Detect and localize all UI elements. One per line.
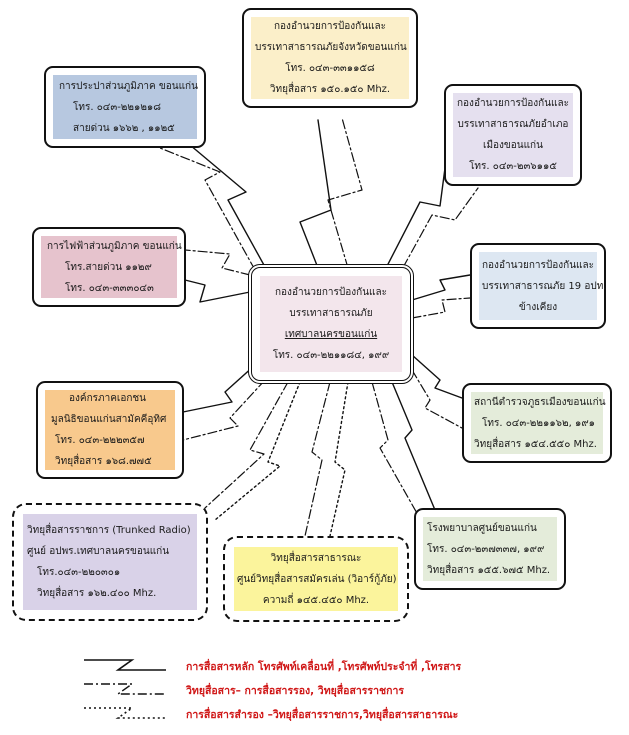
node-line: โทร.สายด่วน ๑๑๒๙ [65,261,152,273]
link-solid-district [384,129,451,271]
node-neighbor-lao: กองอำนวยการป้องกันและ บรรเทาสาธารณภัย 19… [470,243,606,329]
link-solid-province [299,119,332,269]
link-dashdot-hospital [371,381,419,516]
link-dashdot-private [182,379,266,441]
node-line: วิทยุสื่อสารราชการ (Trunked Radio) [27,525,191,536]
legend-label-backup: การสื่อสารสำรอง –วิทยุสื่อสารราชการ,วิทย… [186,709,459,721]
node-line: เทศบาลนครขอนแก่น [284,329,378,340]
legend-dotted-line [84,707,166,719]
node-line: การไฟฟ้าส่วนภูมิภาค ขอนแก่น [47,240,182,252]
link-solid-neighbor [411,274,471,301]
node-line: บรรเทาสาธารณภัย [289,308,373,319]
node-line: โทร. ๐๔๓-๒๒๒๓๕๗ [55,435,145,446]
node-line: โทร. ๐๔๓-๒๓๗๓๓๗, ๑๙๙ [427,543,545,555]
legend-row-primary: การสื่อสารหลัก โทรศัพท์เคลื่อนที่ ,โทรศั… [80,655,520,677]
legend-row-backup: การสื่อสารสำรอง –วิทยุสื่อสารราชการ,วิทย… [80,703,520,725]
node-water-authority: การประปาส่วนภูมิภาค ขอนแก่น โทร. ๐๔๓-๒๒๑… [44,66,206,148]
legend-dashdot-line [84,683,166,695]
node-municipality-hub: กองอำนวยการป้องกันและ บรรเทาสาธารณภัย เท… [248,264,414,384]
node-police: สถานีตำรวจภูธรเมืองขอนแก่น โทร. ๐๔๓-๒๒๑๑… [462,383,612,463]
link-solid-private [182,364,256,413]
legend-label-primary: การสื่อสารหลัก โทรศัพท์เคลื่อนที่ ,โทรศั… [186,661,462,673]
node-line: โรงพยาบาลศูนย์ขอนแก่น [427,522,537,534]
node-line: กองอำนวยการป้องกันและ [482,259,594,271]
node-line: วิทยุสื่อสาร ๑๖๒.๔๐๐ Mhz. [37,588,157,599]
node-line: บรรเทาสาธารณภัยอำเภอ [457,119,569,130]
link-dashdot-province [327,117,363,269]
link-dotted-amateur [329,381,349,537]
node-trunked-radio: วิทยุสื่อสารราชการ (Trunked Radio) ศูนย์… [12,503,208,621]
node-line: สายด่วน ๑๖๖๒ , ๑๑๒๕ [73,122,175,134]
link-solid-police [411,354,463,399]
node-line: โทร. ๐๔๓-๒๒๑๑๘๔, ๑๙๙ [272,350,390,361]
node-amateur-radio: วิทยุสื่อสารสาธารณะ ศูนย์วิทยุสื่อสารสมั… [223,536,409,622]
link-solid-hospital [391,381,436,511]
legend-label-secondary: วิทยุสื่อสาร– การสื่อสารรอง, วิทยุสื่อสา… [186,685,404,697]
node-line: การประปาส่วนภูมิภาค ขอนแก่น [59,80,198,92]
node-private-foundation: องค์กรภาคเอกชน มูลนิธิขอนแก่นสามัคคีอุทิ… [36,381,184,479]
node-line: ศูนย์วิทยุสื่อสารสมัครเล่น (วิอาร์กู้ภัย… [237,573,397,585]
legend-row-secondary: วิทยุสื่อสาร– การสื่อสารรอง, วิทยุสื่อสา… [80,679,520,701]
node-province-center: กองอำนวยการป้องกันและ บรรเทาสาธารณภัยจัง… [242,8,418,108]
node-line: โทร. ๐๔๓-๓๓๓๐๔๓ [65,282,154,294]
node-line: ศูนย์ อปพร.เทศบาลนครขอนแก่น [27,546,170,557]
link-dashdot-neighbor [411,297,471,319]
link-dashdot-police [411,369,463,429]
node-line: กองอำนวยการป้องกันและ [457,98,569,109]
node-line: สถานีตำรวจภูธรเมืองขอนแก่น [474,396,606,408]
node-line: โทร. ๐๔๓-๒๓๖๑๑๕ [469,161,557,172]
node-line: เมืองขอนแก่น [483,140,543,151]
link-dashdot-pea [159,147,256,271]
node-line: วิทยุสื่อสาร ๑๕๐.๑๕๐ Mhz. [269,84,391,95]
link-dashdot-electricity [184,249,251,276]
node-line: วิทยุสื่อสาร ๑๕๔.๕๕๐ Mhz. [474,438,597,450]
link-dashdot-trunked [204,381,289,509]
node-line: ความถี่ ๑๔๕.๔๕๐ Mhz. [262,594,370,606]
node-district: กองอำนวยการป้องกันและ บรรเทาสาธารณภัยอำเ… [444,84,582,186]
link-dashdot-amateur [304,381,331,537]
link-solid-pea [189,144,276,286]
node-line: วิทยุสื่อสารสาธารณะ [270,552,362,564]
link-solid-electricity [184,279,251,303]
node-line: บรรเทาสาธารณภัย 19 อปท. [482,280,607,292]
node-line: มูลนิธิขอนแก่นสามัคคีอุทิศ [51,414,167,425]
node-line: โทร.๐๔๓-๒๒๐๓๐๑ [37,567,121,578]
node-hospital: โรงพยาบาลศูนย์ขอนแก่น โทร. ๐๔๓-๒๓๗๓๓๗, ๑… [414,508,566,590]
node-line: องค์กรภาคเอกชน [69,393,147,404]
legend-solid-line [84,659,166,671]
legend: การสื่อสารหลัก โทรศัพท์เคลื่อนที่ ,โทรศั… [80,655,520,725]
node-line: ข้างเคียง [518,301,558,313]
node-line: โทร. ๐๔๓-๒๒๑๑๖๒, ๑๙๑ [482,417,596,429]
link-dashdot-district [394,187,479,283]
node-line: บรรเทาสาธารณภัยจังหวัดขอนแก่น [255,42,407,53]
node-electricity: การไฟฟ้าส่วนภูมิภาค ขอนแก่น โทร.สายด่วน … [32,227,186,307]
node-line: วิทยุสื่อสาร ๑๕๕.๖๗๕ Mhz. [427,564,551,576]
node-line: โทร. ๐๔๓-๒๒๑๒๑๘ [73,101,161,113]
node-line: โทร. ๐๔๓-๓๓๑๑๕๘ [285,63,375,74]
node-line: กองอำนวยการป้องกันและ [275,287,387,298]
node-line: กองอำนวยการป้องกันและ [274,21,386,32]
node-line: วิทยุสื่อสาร ๑๖๘.๗๗๕ [55,456,152,467]
link-dotted-trunked [214,381,301,521]
